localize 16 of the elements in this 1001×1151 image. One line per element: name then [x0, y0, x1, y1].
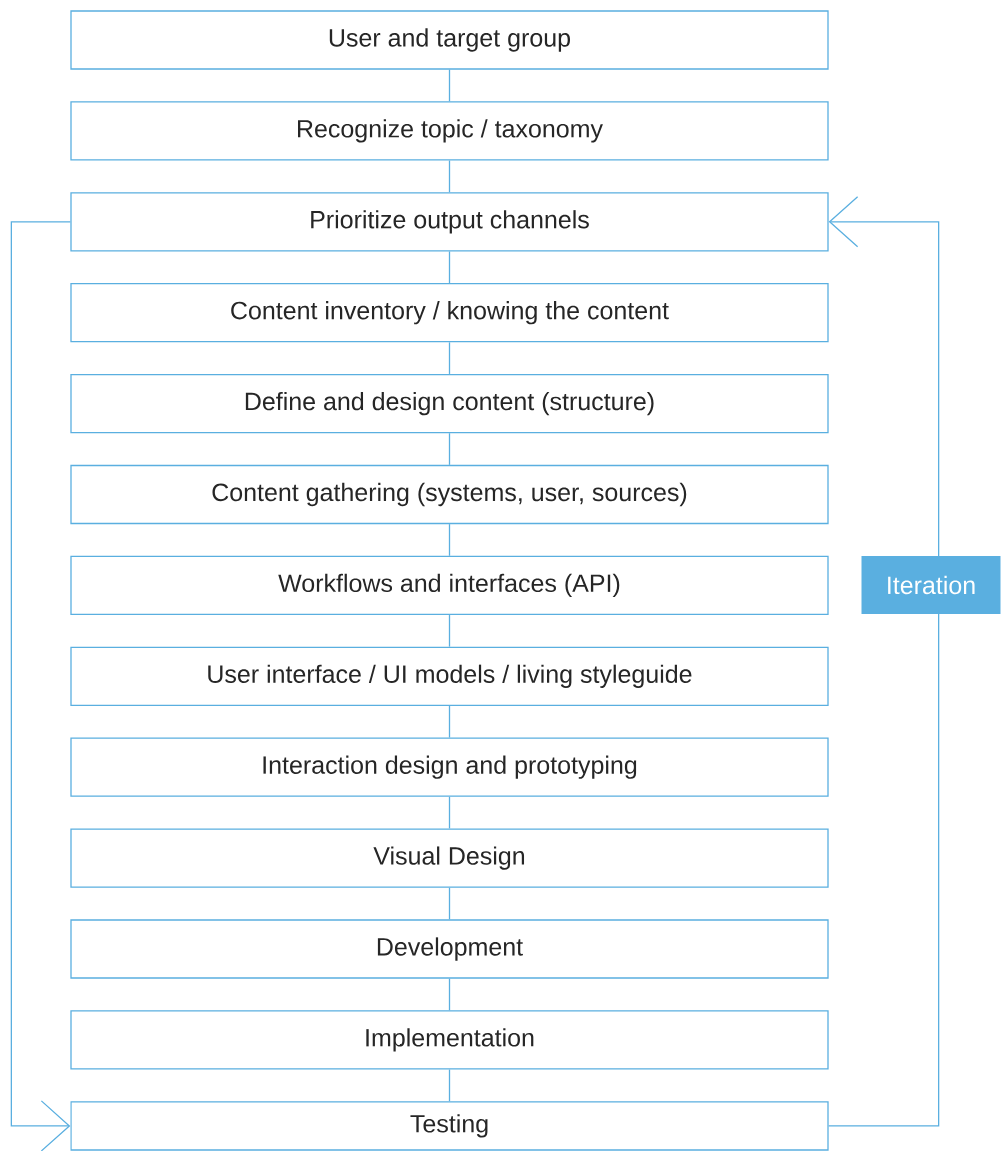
process-box: Interaction design and prototyping [70, 737, 829, 797]
edge-label: Iteration [861, 556, 1001, 614]
process-box: Content inventory / knowing the content [70, 283, 829, 343]
process-box: Recognize topic / taxonomy [70, 101, 829, 161]
process-box: Prioritize output channels [70, 192, 829, 252]
process-box: User and target group [70, 10, 829, 70]
process-box: Testing [70, 1101, 829, 1151]
arrow [828, 196, 940, 1127]
process-box: Content gathering (systems, user, sources) [70, 464, 829, 525]
process-box: Visual Design [70, 828, 829, 888]
process-box: User interface / UI models / living styleguide [70, 646, 829, 706]
process-box: Development [70, 919, 829, 979]
process-box: Implementation [70, 1010, 829, 1070]
process-box: Workflows and interfaces (API) [70, 555, 829, 616]
arrow [10, 221, 71, 1151]
process-box: Define and design content (structure) [70, 373, 829, 434]
